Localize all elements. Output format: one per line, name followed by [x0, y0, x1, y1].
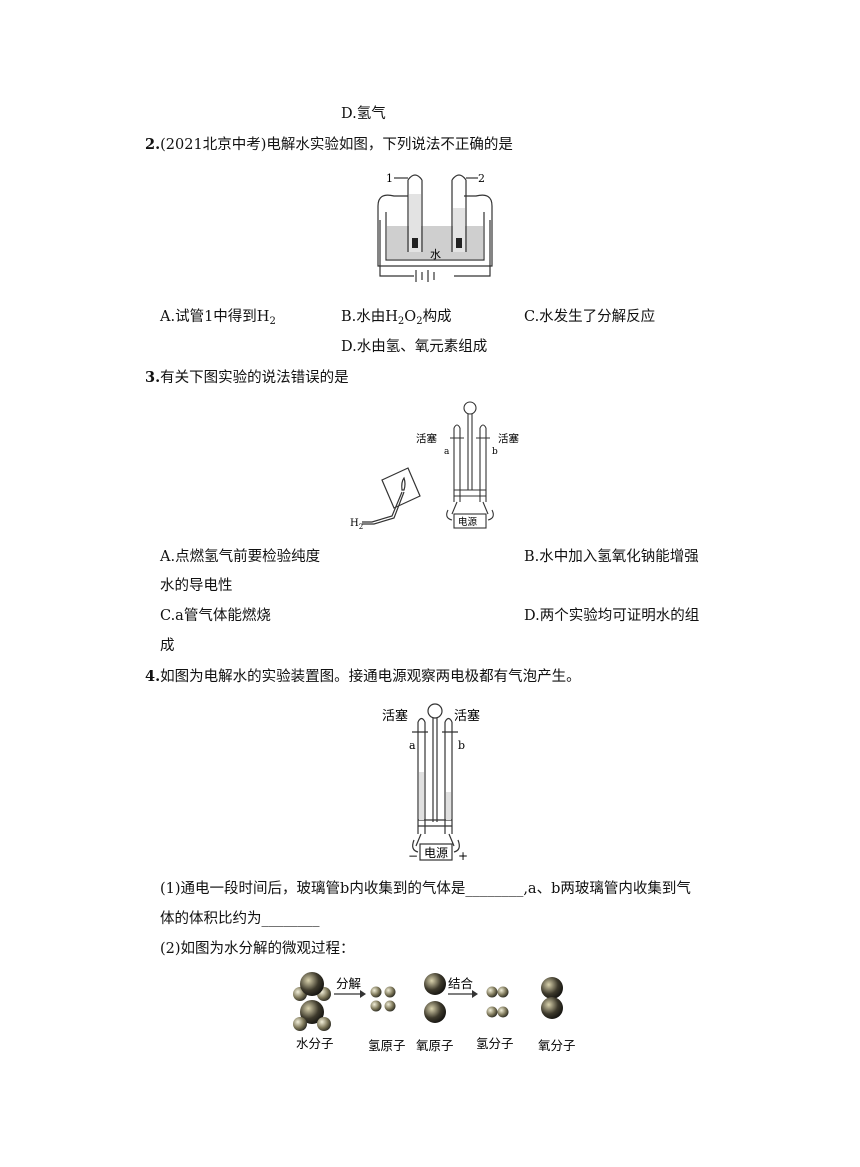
right-valve-label: 活塞	[498, 432, 519, 445]
decompose-label: 分解	[336, 976, 361, 991]
q2-electrolysis-figure: 1 2 水	[377, 172, 493, 282]
gas-label: H2	[350, 518, 363, 531]
q3-option-b-line1: B.水中加入氢氧化钠能增强	[524, 549, 699, 565]
hydrogen-molecule-label: 氢分子	[476, 1036, 514, 1051]
water-molecule-label: 水分子	[296, 1036, 334, 1051]
q4-sub1-line2: 体的体积比约为________	[160, 911, 320, 927]
hydrogen-atom-label: 氢原子	[368, 1038, 406, 1053]
right-valve-label: 活塞	[454, 708, 480, 724]
q3-option-c: C.a管气体能燃烧	[160, 608, 271, 624]
q2-option-a: A.试管1中得到H2	[160, 307, 276, 327]
q4-sub1-line1: (1)通电一段时间后，玻璃管b内收集到的气体是________,a、b两玻璃管内…	[160, 881, 691, 897]
left-valve-label: 活塞	[416, 432, 437, 445]
minus-sign: −	[408, 849, 418, 863]
tube-b-label: b	[458, 739, 465, 752]
q2-stem-text: (2021北京中考)电解水实验如图，下列说法不正确的是	[160, 137, 513, 153]
q2-option-d: D.水由氢、氧元素组成	[341, 339, 488, 355]
electrode-left	[412, 238, 418, 248]
q1-option-d: D.氢气	[341, 106, 386, 122]
power-label: 电源	[424, 846, 448, 860]
q2-option-b-mid: O	[404, 309, 417, 325]
q2-option-b-pre: B.水由H	[341, 309, 398, 325]
oxygen-atom-label: 氧原子	[416, 1038, 454, 1053]
water-label: 水	[430, 248, 441, 261]
q4-stem: 4.如图为电解水的实验装置图。接通电源观察两电极都有气泡产生。	[145, 667, 581, 687]
hydrogen-molecules	[486, 986, 509, 1018]
tube-1-label: 1	[386, 172, 393, 185]
water-molecules	[293, 972, 331, 1031]
q2-option-b-post: 构成	[422, 309, 452, 325]
combine-label: 结合	[448, 976, 474, 991]
oxygen-molecule-label: 氧分子	[538, 1038, 576, 1053]
q4-number: 4.	[145, 668, 161, 685]
oxygen-molecule	[541, 977, 563, 1019]
power-label: 电源	[458, 516, 478, 528]
tube-a-label: a	[444, 447, 450, 457]
q2-option-c: C.水发生了分解反应	[524, 309, 656, 325]
q2-stem: 2.(2021北京中考)电解水实验如图，下列说法不正确的是	[145, 135, 513, 155]
q3-option-d-line2: 成	[160, 638, 175, 654]
q3-figure: H2 活塞 活塞 a b 电源	[350, 401, 519, 531]
q2-option-a-text: A.试管1中得到H	[160, 309, 270, 325]
tube-b-label: b	[492, 447, 498, 457]
q2-option-b-sub1: 2	[397, 316, 405, 327]
q4-sub2: (2)如图为水分解的微观过程：	[160, 941, 355, 957]
water-fill	[387, 226, 483, 259]
q2-option-a-sub: 2	[269, 316, 276, 327]
tube-a-label: a	[409, 739, 416, 752]
beaker	[381, 467, 421, 509]
q3-option-d-line1: D.两个实验均可证明水的组	[524, 608, 700, 624]
q4-stem-text: 如图为电解水的实验装置图。接通电源观察两电极都有气泡产生。	[160, 669, 581, 685]
q2-option-b: B.水由H2O2构成	[341, 307, 452, 327]
q3-option-b-line2: 水的导电性	[160, 578, 233, 594]
q2-option-b-sub2: 2	[416, 316, 423, 327]
water-decomposition-micro-figure: 分解 结合 水分子 氢原子 氧原子 氢分子 氧分子	[293, 972, 576, 1053]
q3-option-a: A.点燃氢气前要检验纯度	[160, 549, 321, 565]
oxygen-atoms	[424, 973, 446, 1023]
electrode-right	[456, 238, 462, 248]
left-valve-label: 活塞	[382, 708, 408, 724]
q3-number: 3.	[145, 369, 161, 386]
q3-stem-text: 有关下图实验的说法错误的是	[160, 370, 349, 386]
q2-number: 2.	[145, 136, 161, 153]
tube-2-label: 2	[478, 172, 485, 185]
plus-sign: +	[458, 849, 468, 863]
hydrogen-atoms	[370, 986, 396, 1012]
q3-stem: 3.有关下图实验的说法错误的是	[145, 368, 349, 388]
q4-apparatus-figure: 活塞 活塞 a b 电源 − +	[382, 703, 480, 863]
